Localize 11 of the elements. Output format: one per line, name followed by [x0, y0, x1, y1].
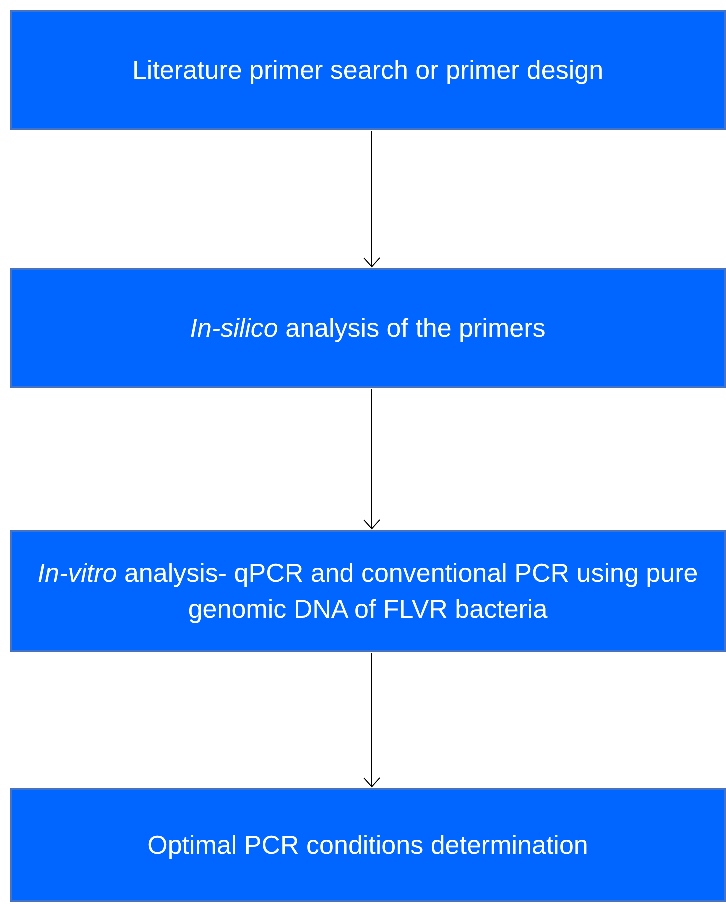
step-text: Optimal PCR conditions determination — [148, 829, 588, 862]
arrow — [364, 388, 380, 530]
process-box — [10, 788, 726, 902]
step-text: In-silico analysis of the primers — [190, 312, 546, 345]
arrow — [364, 130, 380, 268]
arrow — [364, 652, 380, 788]
step-text: Literature primer search or primer design — [132, 54, 604, 87]
process-box — [10, 10, 726, 130]
process-box — [10, 268, 726, 388]
process-box — [10, 530, 726, 652]
step-text: In-vitro analysis- qPCR and conventional PCR using pure genomic DNA of FLVR bacteria — [36, 557, 700, 626]
